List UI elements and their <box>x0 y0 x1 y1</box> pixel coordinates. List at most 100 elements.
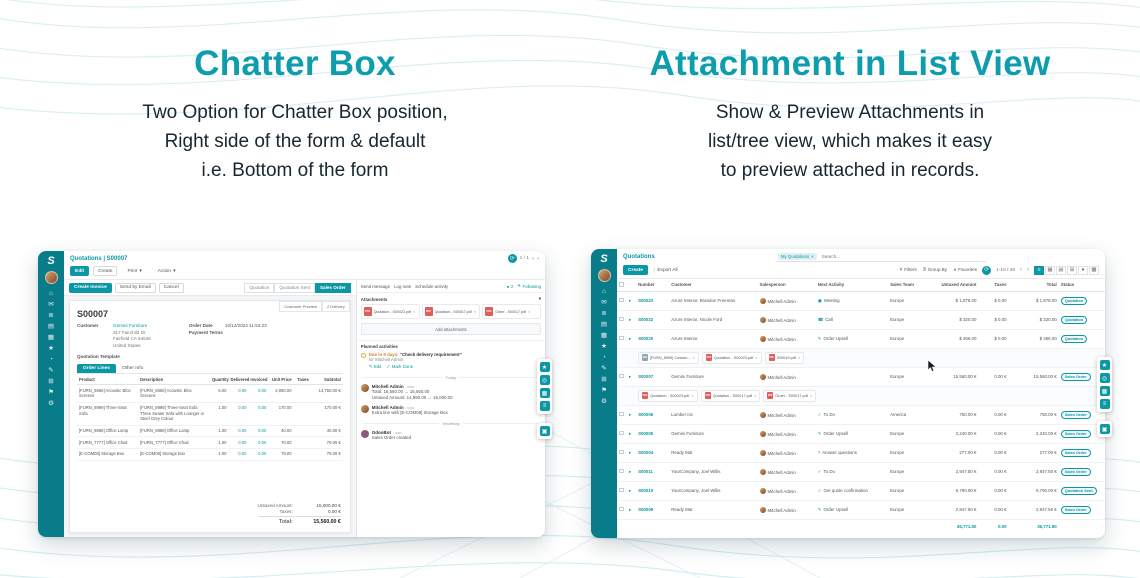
cell-next-activity[interactable]: ✎Order Upsell <box>815 424 889 444</box>
create-invoice-button[interactable]: Create Invoice <box>69 282 112 293</box>
export-all-button[interactable]: ↑ Export All <box>652 267 678 273</box>
order-line-row[interactable]: [FURN_8999] Three-Seat Sofa [FURN_8999] … <box>77 402 343 426</box>
table-row[interactable]: S00009 Ready Mat Mitchell Admin ✎Order U… <box>617 500 1105 520</box>
cell-next-activity[interactable]: ?Answer questions <box>815 443 889 463</box>
col-subtotal[interactable]: Subtotal <box>310 375 343 386</box>
row-checkbox[interactable] <box>617 462 628 482</box>
filters-menu[interactable]: ▼Filters <box>898 267 917 272</box>
side-tool-button[interactable]: ◎ <box>539 375 550 385</box>
theme-settings-button[interactable]: ⟳ <box>982 265 992 275</box>
order-line-row[interactable]: [FURN_8888] Office Lamp [FURN_8888] Offi… <box>77 425 343 438</box>
activity-mark-done-button[interactable]: ✓ Mark Done <box>386 363 414 369</box>
cancel-button[interactable]: Cancel <box>158 282 184 293</box>
order-date-value[interactable]: 10/12/2022 11:53:23 <box>224 323 267 328</box>
view-switch-button[interactable]: ▤ <box>1056 265 1066 275</box>
row-checkbox[interactable] <box>617 329 628 349</box>
side-tool-button[interactable]: ★ <box>1099 360 1110 370</box>
cell-next-activity[interactable]: ☎Call <box>815 310 889 330</box>
order-line-row[interactable]: [E-COM08] Storage Box [E-COM08] Storage … <box>77 448 343 461</box>
app-logo-icon[interactable]: S <box>47 255 55 267</box>
add-attachments-button[interactable]: Add attachments <box>360 323 541 335</box>
sidebar-app-icon[interactable]: ⚙ <box>48 400 54 407</box>
row-checkbox[interactable] <box>617 443 628 463</box>
col-salesperson[interactable]: Salesperson <box>757 279 816 292</box>
close-icon[interactable]: × <box>412 309 416 314</box>
chevron-down-icon[interactable]: ▾ <box>538 296 541 301</box>
smart-button[interactable]: Customer Preview <box>279 301 322 312</box>
user-avatar[interactable] <box>44 271 58 284</box>
row-checkbox[interactable] <box>617 291 628 311</box>
attachment-toggle-icon[interactable] <box>627 462 637 482</box>
sidebar-app-icon[interactable]: ⊞ <box>48 378 54 385</box>
table-row[interactable]: S00005 Gemini Furniture Mitchell Admin ✎… <box>617 424 1105 444</box>
customer-value[interactable]: Gemini Furniture <box>113 323 148 328</box>
table-row[interactable]: S00022 Azure Interior, Nicole Ford Mitch… <box>617 310 1105 330</box>
order-line-row[interactable]: [FURN_6666] Acoustic Bloc Screens [FURN_… <box>77 384 343 403</box>
sidebar-app-icon[interactable]: ≣ <box>48 312 54 319</box>
following-button[interactable]: ✈ Following <box>517 283 541 289</box>
sidebar-app-icon[interactable]: ✎ <box>601 365 607 372</box>
sidebar-app-icon[interactable]: ✉ <box>48 301 54 308</box>
statusbar-step[interactable]: Sales Order <box>314 282 351 293</box>
view-switch-button[interactable]: ● <box>1078 265 1088 275</box>
close-icon[interactable]: × <box>811 254 814 259</box>
table-row[interactable]: S00006 Lumber Inc Mitchell Admin ✓To Do … <box>617 405 1105 425</box>
search-facet[interactable]: My Quotations × <box>777 253 817 260</box>
col-total[interactable]: Total <box>1008 279 1059 292</box>
cell-next-activity[interactable]: ✓To Do <box>815 405 889 425</box>
col-customer[interactable]: Customer <box>669 279 758 292</box>
statusbar-step[interactable]: Quotation Sent <box>274 282 315 293</box>
select-all-checkbox[interactable] <box>617 279 628 292</box>
cell-next-activity[interactable] <box>815 367 889 387</box>
view-switch-button[interactable]: ⊞ <box>1067 265 1077 275</box>
cell-next-activity[interactable]: ▣Meeting <box>815 291 889 311</box>
theme-settings-button[interactable]: ⟳ <box>507 254 517 263</box>
view-switch-button[interactable]: ≡ <box>1034 265 1044 275</box>
side-tool-button[interactable]: ≡ <box>1099 399 1110 409</box>
attachment-chip[interactable]: PDF Order - S00017.pdf <box>763 389 817 402</box>
col-sales-team[interactable]: Sales Team <box>888 279 929 292</box>
row-checkbox[interactable] <box>617 310 628 330</box>
sidebar-app-icon[interactable]: ⊞ <box>601 376 607 383</box>
activity-edit-button[interactable]: ✎ Edit <box>368 363 382 369</box>
cell-next-activity[interactable]: ✎Order Upsell <box>815 329 889 349</box>
side-tool-button[interactable]: ▣ <box>1099 424 1110 434</box>
create-button[interactable]: Create <box>623 265 648 275</box>
create-button[interactable]: Create <box>93 266 118 276</box>
sidebar-app-icon[interactable]: ✉ <box>601 299 607 306</box>
row-checkbox[interactable] <box>617 367 628 387</box>
attachment-toggle-icon[interactable] <box>627 367 637 387</box>
sidebar-app-icon[interactable]: ◔ <box>602 354 606 361</box>
attachment-chip[interactable]: PDF Quotation - S00023.pdf <box>701 351 762 364</box>
col-number[interactable]: Number <box>636 279 670 292</box>
col-taxes[interactable]: Taxes <box>978 279 1009 292</box>
attachment-toggle-icon[interactable] <box>627 443 637 463</box>
row-checkbox[interactable] <box>617 424 628 444</box>
col-invoiced[interactable]: Invoiced <box>248 375 269 386</box>
col-status[interactable]: Status <box>1058 279 1105 292</box>
sidebar-app-icon[interactable]: ✎ <box>48 367 54 374</box>
table-row[interactable]: S00011 YourCompany, Joel Willis Mitchell… <box>617 462 1105 482</box>
sidebar-app-icon[interactable]: ★ <box>601 343 607 350</box>
view-switch-button[interactable]: ▦ <box>1045 265 1055 275</box>
attachment-toggle-icon[interactable] <box>627 500 637 520</box>
chatter-message[interactable]: Mitchell Admin - now Total: 16,560.00 → … <box>357 382 545 404</box>
search-input[interactable] <box>819 253 984 260</box>
table-row[interactable]: S00004 Ready Mat Mitchell Admin ?Answer … <box>617 443 1105 463</box>
close-icon[interactable] <box>691 393 693 398</box>
followers-button[interactable]: ● 2 <box>506 283 514 289</box>
cell-next-activity[interactable]: ✓To Do <box>815 462 889 482</box>
sidebar-app-icon[interactable]: ★ <box>48 345 54 352</box>
col-untaxed[interactable]: Untaxed Amount <box>928 279 979 292</box>
attachment-toggle-icon[interactable] <box>627 424 637 444</box>
side-tool-button[interactable]: ≡ <box>539 401 550 411</box>
statusbar-step[interactable]: Quotation <box>244 282 275 293</box>
col-quantity[interactable]: Quantity <box>209 375 229 386</box>
side-tool-button[interactable]: ▣ <box>539 426 550 436</box>
sidebar-app-icon[interactable]: ⚙ <box>601 398 607 405</box>
attachment-toggle-icon[interactable] <box>627 481 637 501</box>
col-taxes[interactable]: Taxes <box>293 375 311 386</box>
notebook-tab[interactable]: Order Lines <box>77 364 116 374</box>
pager-next-icon[interactable]: › <box>537 255 539 262</box>
sidebar-app-icon[interactable]: ▦ <box>47 334 55 341</box>
